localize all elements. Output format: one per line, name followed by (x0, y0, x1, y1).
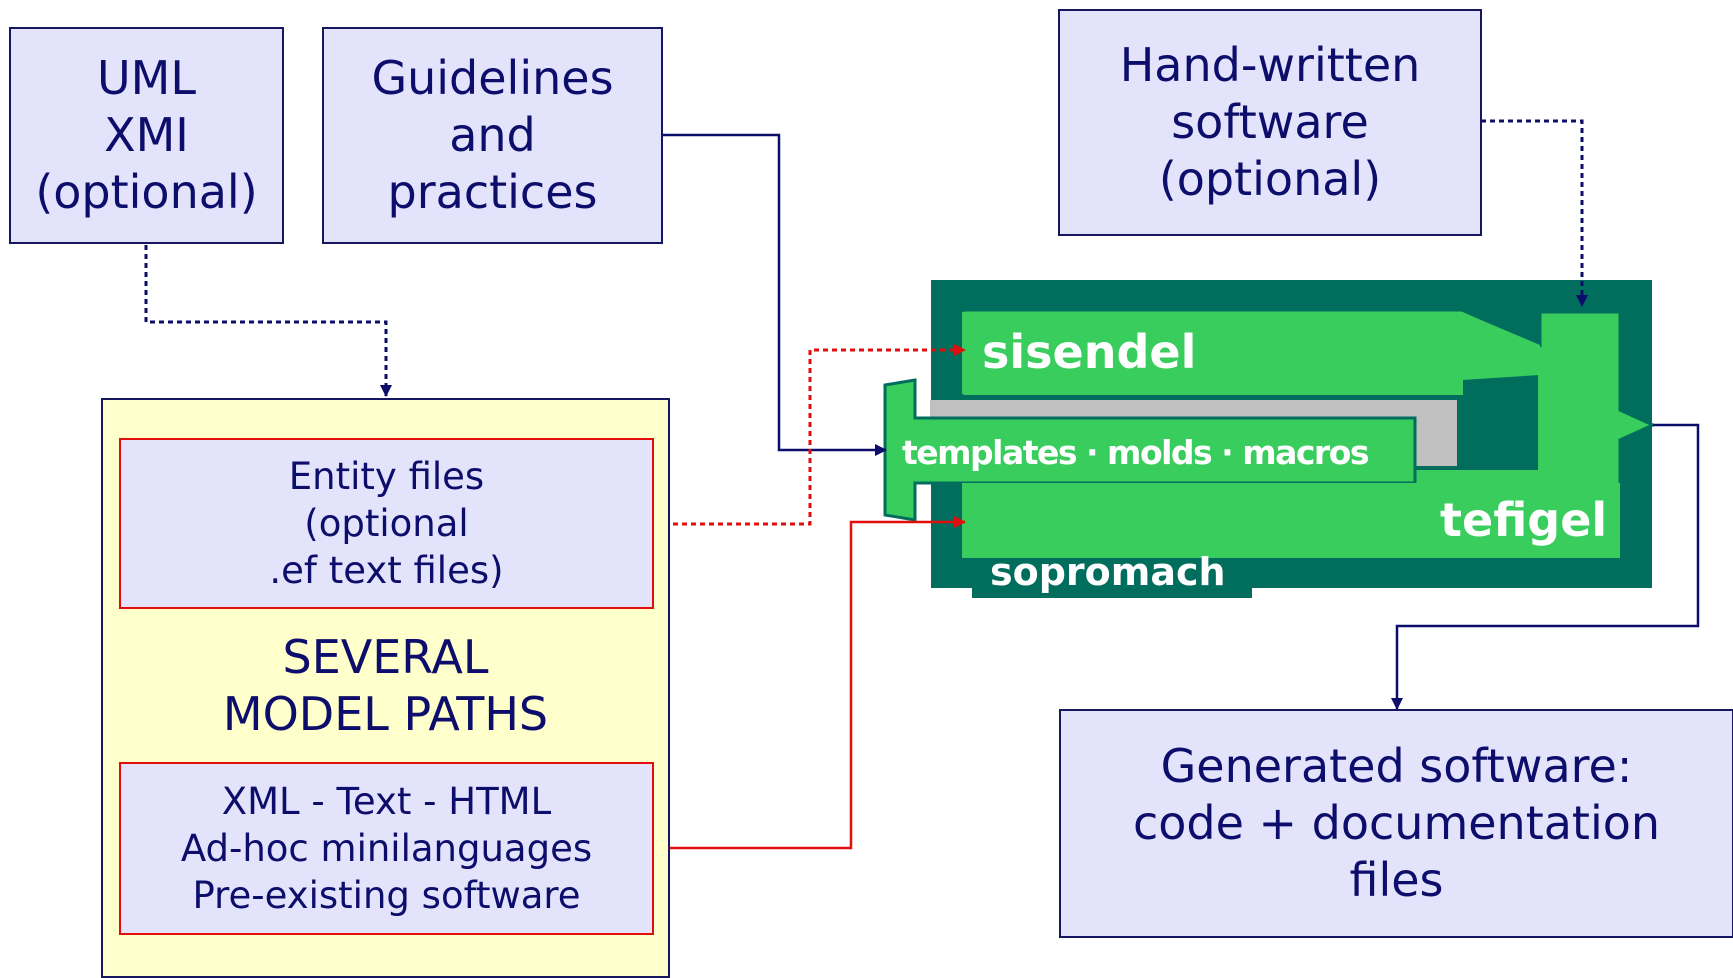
uml-line-3: (optional) (35, 165, 258, 219)
model-paths-line-2: MODEL PATHS (222, 687, 549, 741)
entity-files-box: Entity files (optional .ef text files) (119, 438, 654, 609)
uml-to-paths-arrow (144, 245, 392, 397)
guidelines-line-1: Guidelines (371, 51, 614, 105)
handwritten-line-2: software (1171, 95, 1369, 149)
entity-to-sisendel-arrow (655, 344, 966, 526)
xml-line-1: XML - Text - HTML (221, 780, 552, 823)
model-paths-label: SEVERAL MODEL PATHS (101, 625, 670, 747)
guidelines-to-templates-arrow (663, 133, 887, 456)
sisendel-strip (962, 312, 1462, 394)
entity-line-2: (optional (304, 502, 469, 545)
xml-line-3: Pre-existing software (192, 874, 581, 917)
handwritten-line-1: Hand-written (1119, 38, 1421, 92)
tefigel-label: tefigel (1440, 493, 1608, 547)
uml-line-2: XMI (104, 108, 189, 162)
handwritten-software-box: Hand-written software (optional) (1058, 9, 1482, 236)
uml-xmi-box: UML XMI (optional) (9, 27, 284, 244)
entity-line-3: .ef text files) (269, 549, 504, 592)
sisendel-taper (1462, 312, 1540, 380)
uml-line-1: UML (97, 51, 196, 105)
xml-text-html-box: XML - Text - HTML Ad-hoc minilanguages P… (119, 762, 654, 935)
guidelines-box: Guidelines and practices (322, 27, 663, 244)
guidelines-line-3: practices (387, 165, 598, 219)
generated-software-box: Generated software: code + documentation… (1059, 709, 1733, 938)
templates-label: templates · molds · macros (902, 433, 1370, 472)
machine-graphic (883, 280, 1657, 598)
generated-line-1: Generated software: (1160, 739, 1633, 793)
model-paths-line-1: SEVERAL (282, 630, 489, 684)
xml-to-sopromach-arrow (655, 516, 966, 850)
tefigel-to-generated-arrow (1391, 423, 1700, 710)
guidelines-line-2: and (449, 108, 536, 162)
generated-line-2: code + documentation (1132, 796, 1661, 850)
sisendel-label: sisendel (982, 325, 1197, 379)
entity-line-1: Entity files (288, 455, 485, 498)
xml-line-2: Ad-hoc minilanguages (180, 827, 593, 870)
tefigel-strip (962, 483, 1620, 558)
sopromach-label: sopromach (990, 550, 1226, 594)
handwritten-line-3: (optional) (1158, 152, 1382, 206)
generated-line-3: files (1349, 853, 1444, 907)
handwritten-to-machine-arrow (1481, 119, 1588, 307)
